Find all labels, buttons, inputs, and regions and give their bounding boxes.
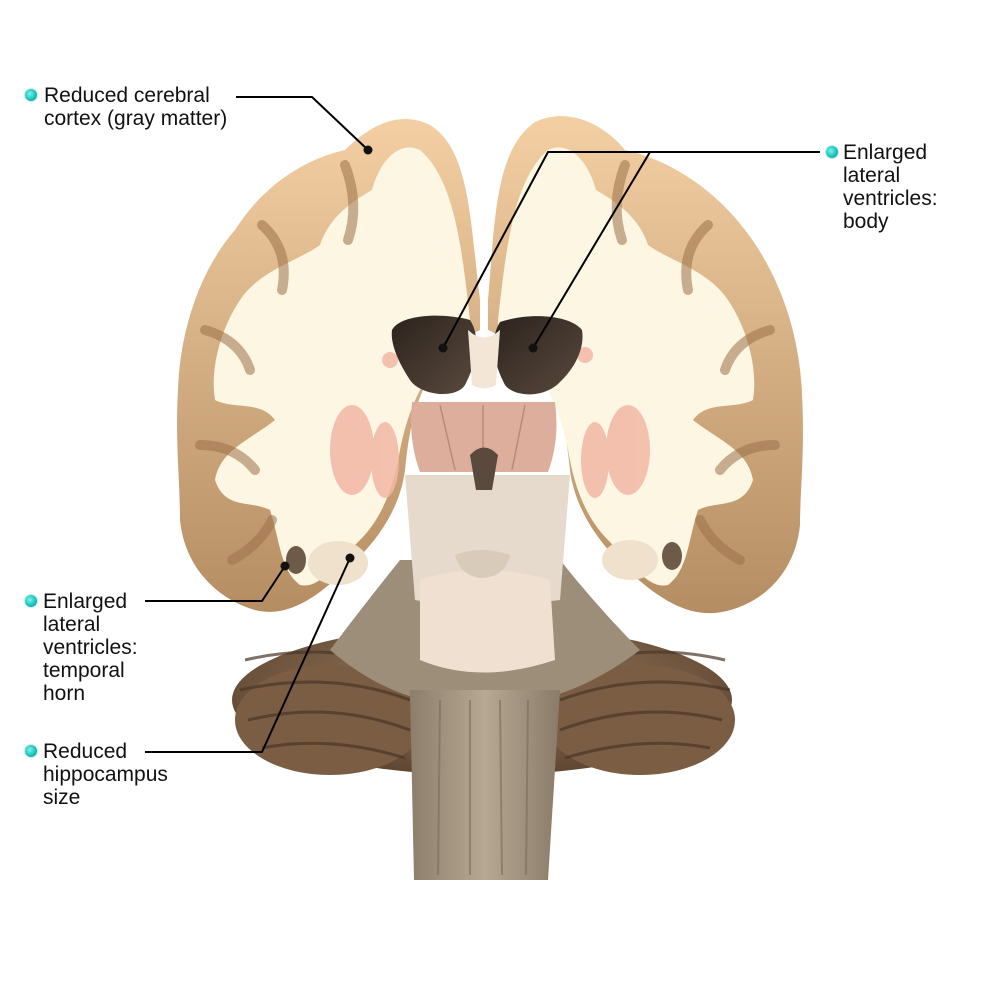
marker-dot-hippocampus	[25, 745, 37, 757]
label-line: Reduced	[43, 740, 128, 763]
label-line: lateral	[43, 613, 101, 636]
leader-temporal-horn	[145, 565, 286, 602]
label-line: temporal	[43, 659, 125, 682]
label-line: size	[43, 786, 81, 809]
label-reduced-hippocampus-size: Reduced hippocampus size	[43, 740, 168, 809]
leader-ventricles-body-2	[532, 151, 651, 349]
leader-ventricles-body	[442, 151, 820, 349]
endpoint-hippocampus	[345, 553, 355, 563]
sulci	[195, 160, 780, 565]
label-line: cortex (gray matter)	[44, 107, 228, 130]
label-line: Enlarged	[843, 141, 928, 164]
label-reduced-cerebral-cortex: Reduced cerebral cortex (gray matter)	[44, 84, 227, 130]
thalamus	[411, 402, 557, 490]
basal-ganglia	[330, 347, 650, 498]
leader-hippocampus	[145, 557, 351, 753]
label-line: Reduced cerebral	[44, 84, 210, 107]
label-line: horn	[43, 682, 86, 705]
label-line: lateral	[843, 164, 901, 187]
label-enlarged-ventricles-temporal-horn: Enlarged lateral ventricles: temporal ho…	[43, 590, 138, 705]
marker-dot-temporal-horn	[25, 595, 37, 607]
label-line: body	[843, 210, 889, 233]
white-matter	[213, 147, 755, 586]
label-enlarged-ventricles-body: Enlarged lateral ventricles: body	[843, 141, 938, 233]
label-line: ventricles:	[843, 187, 938, 210]
leader-lines	[145, 96, 820, 753]
endpoint-cortex	[363, 145, 373, 155]
leader-cortex	[236, 96, 369, 151]
leader-endpoints	[280, 145, 538, 571]
marker-dot-cortex	[25, 89, 37, 101]
brainstem	[330, 475, 640, 880]
endpoint-temporal-horn	[280, 561, 290, 571]
label-line: ventricles:	[43, 636, 138, 659]
label-line: Enlarged	[43, 590, 128, 613]
temporal-horns	[286, 542, 682, 574]
marker-dot-ventricles-body	[826, 146, 838, 158]
endpoint-ventricle-right	[528, 343, 538, 353]
lateral-ventricles-body	[391, 315, 583, 395]
hippocampus	[308, 540, 658, 585]
label-line: hippocampus	[43, 763, 168, 786]
endpoint-ventricle-left	[438, 343, 448, 353]
